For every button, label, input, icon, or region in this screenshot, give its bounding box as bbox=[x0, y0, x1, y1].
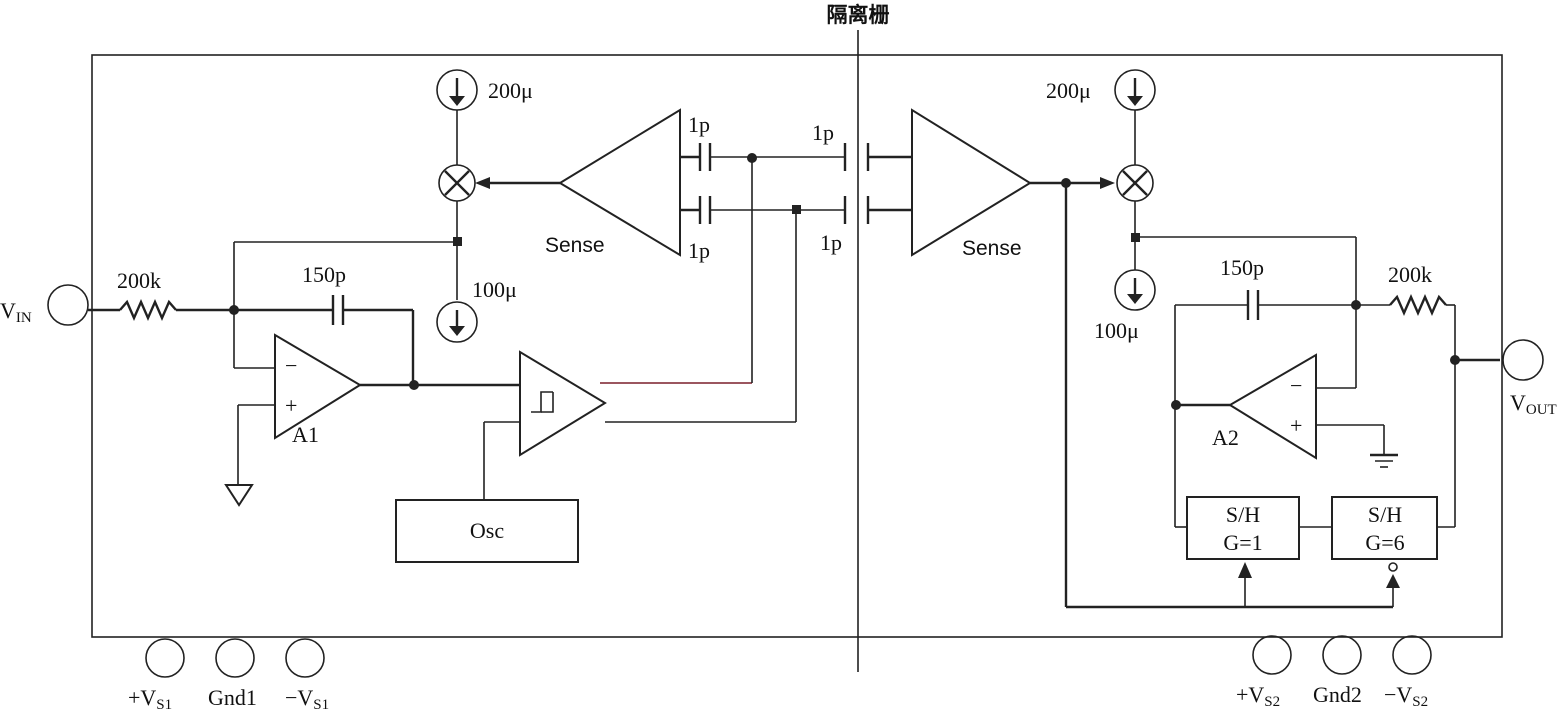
sh1-line1: S/H bbox=[1226, 502, 1260, 527]
current-source-100u-right bbox=[1114, 269, 1156, 311]
opamp-a2-label: A2 bbox=[1212, 425, 1239, 450]
opamp-a2 bbox=[1228, 353, 1317, 460]
comparator bbox=[519, 350, 607, 457]
pin-minus-vs1[interactable] bbox=[285, 638, 325, 678]
svg-text:+: + bbox=[1290, 413, 1302, 438]
pin-minus-vs2[interactable] bbox=[1392, 635, 1432, 675]
cap-label-left-a: 1p bbox=[688, 112, 710, 137]
oscillator-block bbox=[395, 499, 579, 563]
pin-gnd1[interactable] bbox=[215, 638, 255, 678]
pin-label-minus-vs2: −VS2 bbox=[1384, 682, 1428, 710]
pin-plus-vs2[interactable] bbox=[1252, 635, 1292, 675]
sense-amp-left bbox=[558, 108, 681, 257]
oscillator-label: Osc bbox=[470, 518, 504, 543]
pin-label-plus-vs1: +VS1 bbox=[128, 685, 172, 712]
barrier-title: 隔离栅 bbox=[827, 3, 890, 27]
pin-plus-vs1[interactable] bbox=[145, 638, 185, 678]
vin-label: VIN bbox=[0, 298, 32, 326]
sample-hold-g6 bbox=[1331, 496, 1438, 560]
opamp-a1 bbox=[274, 333, 362, 440]
sh1-line2: G=1 bbox=[1223, 530, 1262, 555]
sh2-line1: S/H bbox=[1368, 502, 1402, 527]
vin-terminal[interactable] bbox=[47, 284, 89, 326]
cap-label-left-b: 1p bbox=[688, 238, 710, 263]
sense-amp-right bbox=[911, 108, 1032, 257]
svg-text:+: + bbox=[285, 393, 297, 418]
opamp-a1-label: A1 bbox=[292, 422, 319, 447]
current-source-100u-left bbox=[436, 301, 478, 343]
src-top-label-left: 200μ bbox=[488, 78, 533, 103]
pin-label-minus-vs1: −VS1 bbox=[285, 685, 329, 712]
pin-label-gnd2: Gnd2 bbox=[1313, 682, 1362, 707]
pin-gnd2[interactable] bbox=[1322, 635, 1362, 675]
sample-hold-g1 bbox=[1186, 496, 1300, 560]
output-resistor-label: 200k bbox=[1388, 262, 1432, 287]
vout-terminal[interactable] bbox=[1502, 339, 1544, 381]
pin-label-plus-vs2: +VS2 bbox=[1236, 682, 1280, 710]
cap-label-mid-b: 1p bbox=[820, 230, 842, 255]
input-resistor bbox=[119, 299, 177, 321]
src-bottom-label-right: 100μ bbox=[1094, 318, 1139, 343]
ground-icon-left bbox=[224, 484, 254, 507]
sh2-line2: G=6 bbox=[1365, 530, 1404, 555]
svg-text:−: − bbox=[1290, 373, 1302, 398]
vout-label: VOUT bbox=[1510, 390, 1557, 418]
src-bottom-label-left: 100μ bbox=[472, 277, 517, 302]
cap-label-mid-a: 1p bbox=[812, 120, 834, 145]
feedback-cap-label-right: 150p bbox=[1220, 255, 1264, 280]
sense-label-right: Sense bbox=[962, 237, 1022, 260]
pin-label-gnd1: Gnd1 bbox=[208, 685, 257, 710]
output-resistor bbox=[1389, 294, 1447, 316]
svg-text:−: − bbox=[285, 353, 297, 378]
chip-outline bbox=[91, 54, 1503, 638]
feedback-cap-label: 150p bbox=[302, 262, 346, 287]
input-resistor-label: 200k bbox=[117, 268, 161, 293]
src-top-label-right: 200μ bbox=[1046, 78, 1091, 103]
sense-label-left: Sense bbox=[545, 234, 605, 257]
